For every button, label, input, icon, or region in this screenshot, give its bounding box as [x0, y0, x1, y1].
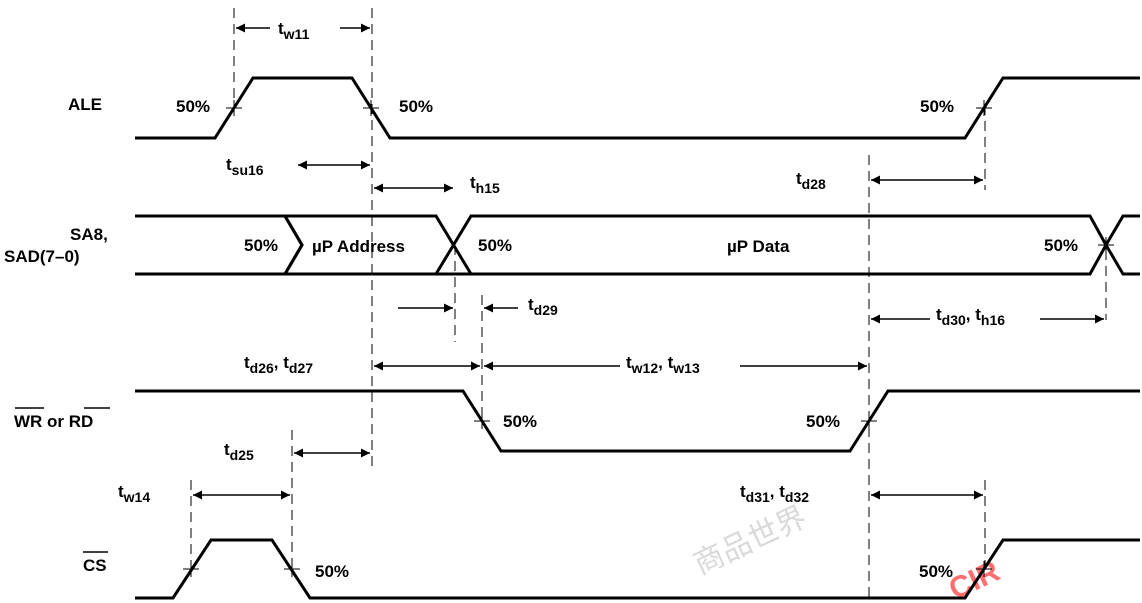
sad-data-50-label: 50% — [478, 236, 512, 255]
td29-label: td29 — [528, 295, 558, 318]
timing-arrows — [193, 23, 1104, 500]
sad-end-50-label: 50% — [1044, 236, 1078, 255]
tsu16-label: tsu16 — [226, 155, 264, 178]
td25-label: td25 — [224, 440, 254, 463]
wr-rd-crossing-marks — [474, 413, 877, 429]
td30-th16-label: td30, th16 — [936, 305, 1005, 328]
tw14-label: tw14 — [118, 482, 150, 505]
bus-address-label: µP Address — [312, 237, 405, 256]
wr-signal-name: WR — [14, 412, 42, 431]
td31-td32-label: td31, td32 — [740, 482, 809, 505]
td26-td27-label: td26, td27 — [244, 353, 313, 376]
sad-bus-waveform — [135, 214, 1140, 276]
wr-rise-50-label: 50% — [806, 412, 840, 431]
sad-signal-label: SAD(7–0) — [4, 247, 80, 266]
wr-fall-50-label: 50% — [503, 412, 537, 431]
td28-label: td28 — [796, 169, 826, 192]
bus-data-label: µP Data — [727, 237, 790, 256]
ale-fall-50-label: 50% — [399, 97, 433, 116]
ale-signal-label: ALE — [68, 95, 102, 114]
cs-signal-label: CS — [83, 556, 107, 575]
sad-address-50-label: 50% — [244, 236, 278, 255]
cs-rise-50-label: 50% — [919, 562, 953, 581]
sa8-signal-label: SA8, — [70, 225, 108, 244]
cs-crossing-marks — [183, 561, 992, 577]
ale-rise2-50-label: 50% — [920, 97, 954, 116]
svg-text:商品世界: 商品世界 — [689, 500, 813, 582]
watermark: 商品世界 CIR — [689, 500, 1005, 603]
wr-rd-signal-label: WR or RD — [14, 412, 93, 431]
tw11-label: tw11 — [278, 19, 310, 42]
rd-signal-name: RD — [69, 412, 94, 431]
th15-label: th15 — [470, 173, 500, 196]
ale-rise-50-label: 50% — [176, 97, 210, 116]
wr-rd-waveform — [135, 389, 1140, 453]
ale-crossing-marks — [226, 100, 992, 116]
reference-lines — [190, 8, 1107, 600]
tw12-tw13-label: tw12, tw13 — [626, 353, 700, 376]
cs-fall-50-label: 50% — [315, 562, 349, 581]
svg-text:CIR: CIR — [944, 554, 1005, 603]
